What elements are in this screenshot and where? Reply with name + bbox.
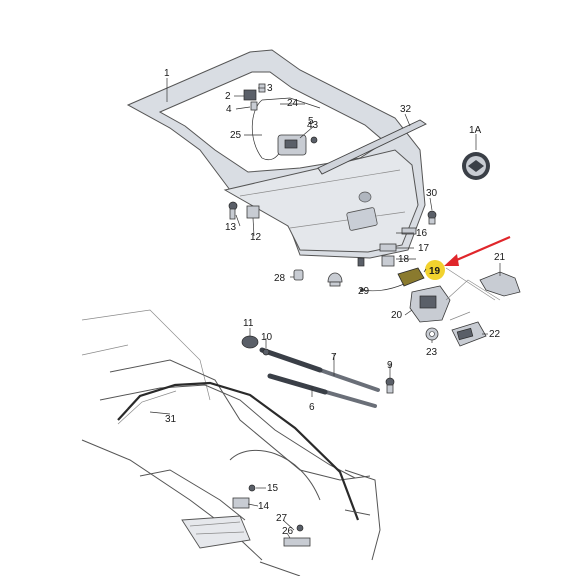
callout-10: 10 bbox=[261, 332, 273, 343]
gas-struts bbox=[259, 347, 380, 408]
callout-1: 1 bbox=[164, 68, 170, 79]
callout-24: 24 bbox=[287, 98, 299, 109]
callout-14: 14 bbox=[258, 501, 270, 512]
callout-29: 29 bbox=[358, 286, 370, 297]
callout-17: 17 bbox=[418, 243, 430, 254]
callout-20: 20 bbox=[391, 310, 403, 321]
seal-31 bbox=[117, 381, 360, 521]
highlight-marker-19 bbox=[425, 260, 445, 280]
callout-30: 30 bbox=[426, 188, 438, 199]
callout-43: 43 bbox=[307, 120, 319, 131]
callout-9: 9 bbox=[387, 360, 393, 371]
callout-13: 13 bbox=[225, 222, 237, 233]
small-parts-tailgate bbox=[228, 136, 437, 287]
callout-3: 3 bbox=[267, 83, 273, 94]
spoiler-strip-32 bbox=[317, 119, 427, 175]
skoda-emblem-icon bbox=[462, 152, 490, 180]
leader-lines bbox=[149, 78, 501, 539]
callout-31: 31 bbox=[165, 414, 177, 425]
callout-7: 7 bbox=[331, 352, 337, 363]
callout-21: 21 bbox=[494, 252, 506, 263]
callout-12: 12 bbox=[250, 232, 262, 243]
callout-28: 28 bbox=[274, 273, 286, 284]
callout-26: 26 bbox=[282, 526, 294, 537]
callout-23: 23 bbox=[426, 347, 438, 358]
tailgate-lock-20 bbox=[409, 285, 451, 323]
callout-2: 2 bbox=[225, 91, 231, 102]
red-pointer-arrow bbox=[444, 235, 511, 266]
callout-11: 11 bbox=[243, 318, 254, 329]
callout-16: 16 bbox=[416, 228, 428, 239]
callout-15: 15 bbox=[267, 483, 279, 494]
callout-6: 6 bbox=[309, 402, 315, 413]
callout-32: 32 bbox=[400, 104, 412, 115]
tailgate-assembly bbox=[126, 49, 426, 259]
callout-4: 4 bbox=[226, 104, 232, 115]
tailgate-release-switch-19 bbox=[360, 267, 425, 292]
callout-5: 5 bbox=[308, 116, 314, 127]
callout-1a: 1A bbox=[469, 125, 482, 136]
callout-25: 25 bbox=[230, 130, 242, 141]
car-body-rear-section bbox=[81, 309, 381, 576]
callout-labels: 1 1A 2 3 4 5 24 25 43 32 30 13 12 16 17 … bbox=[164, 68, 506, 537]
callout-19: 19 bbox=[429, 266, 441, 277]
callout-22: 22 bbox=[489, 329, 501, 340]
callout-27: 27 bbox=[276, 513, 288, 524]
callout-18: 18 bbox=[398, 254, 410, 265]
